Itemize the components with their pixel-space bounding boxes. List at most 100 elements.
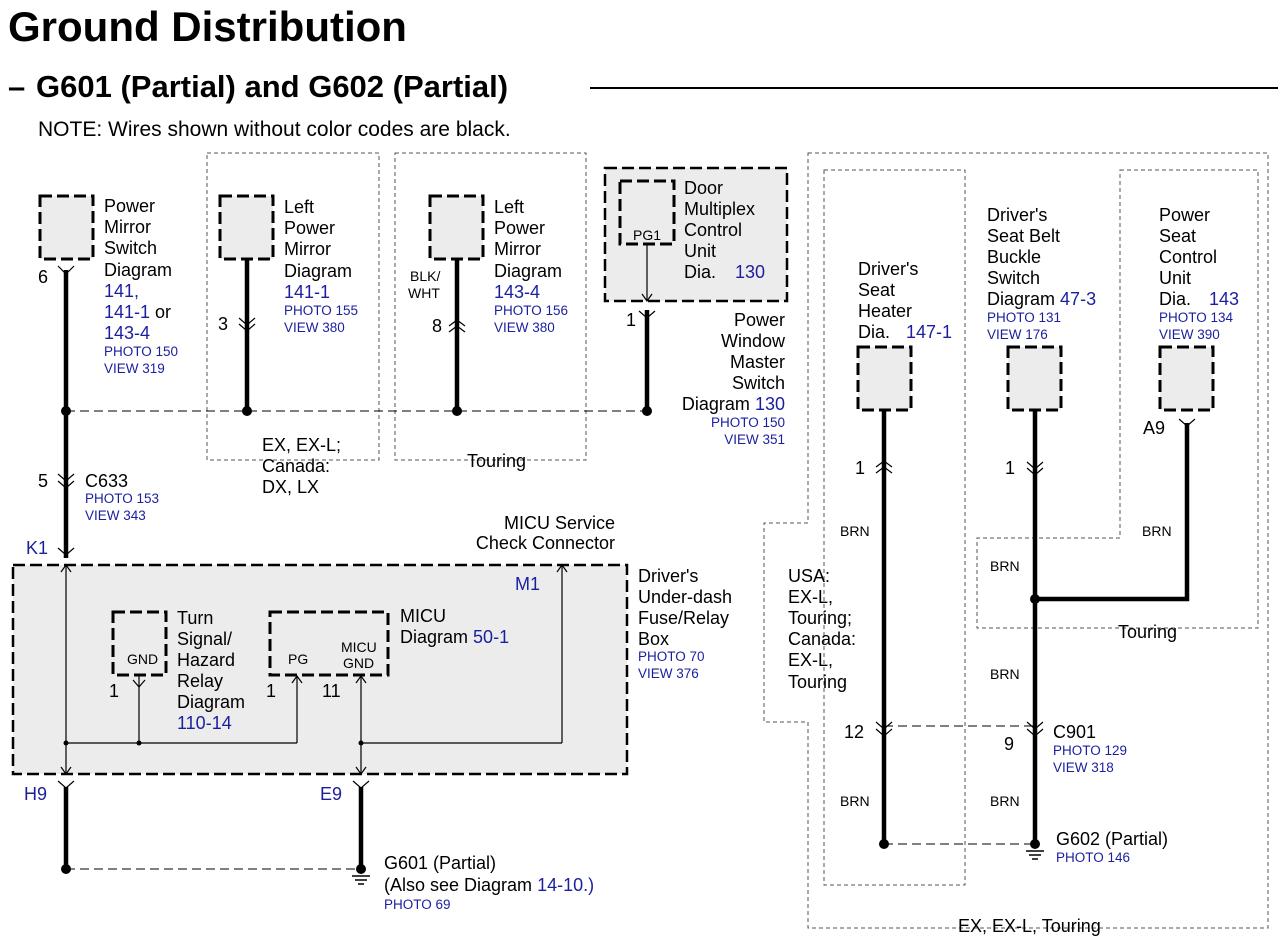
option-usa-label: USA: EX-L, Touring; Canada: EX-L, Tourin… — [788, 566, 856, 692]
connector-symbol-heater — [875, 460, 893, 474]
pin-6: 6 — [38, 267, 48, 287]
g601-label: G601 (Partial) (Also see Diagram 14-10.)… — [384, 853, 594, 912]
svg-text:Turn: Turn — [177, 608, 213, 628]
svg-text:Driver's: Driver's — [638, 566, 698, 586]
svg-text:Dia.: Dia. — [1159, 289, 1191, 309]
subtitle-dash: – — [8, 69, 25, 104]
svg-text:PHOTO 155: PHOTO 155 — [284, 303, 358, 318]
svg-text:Under-dash: Under-dash — [638, 587, 732, 607]
svg-text:Signal/: Signal/ — [177, 629, 232, 649]
svg-text:Mirror: Mirror — [494, 239, 541, 259]
svg-text:Diagram: Diagram — [177, 692, 245, 712]
micu-service-check-connector-label: MICU Service Check Connector — [476, 513, 615, 553]
svg-text:VIEW 351: VIEW 351 — [724, 432, 785, 447]
micu-label: MICU Diagram 50-1 — [400, 606, 509, 647]
seat-heater-box — [856, 345, 913, 412]
svg-text:PHOTO 69: PHOTO 69 — [384, 897, 451, 912]
svg-text:Hazard: Hazard — [177, 650, 235, 670]
option-box-usa — [823, 169, 966, 886]
svg-text:G602 (Partial): G602 (Partial) — [1056, 829, 1168, 849]
turn-gnd-label: GND — [127, 651, 158, 667]
svg-text:Driver's: Driver's — [858, 259, 918, 279]
svg-text:Fuse/Relay: Fuse/Relay — [638, 608, 729, 628]
svg-text:143-4: 143-4 — [494, 282, 540, 302]
svg-text:Mirror: Mirror — [284, 239, 331, 259]
pin-9-c901: 9 — [1004, 734, 1014, 754]
svg-text:WHT: WHT — [408, 285, 440, 301]
power-mirror-switch-box — [38, 194, 95, 261]
connector-symbol-buckle — [1026, 461, 1044, 476]
wire-brn-buckle-3: BRN — [990, 793, 1020, 809]
svg-text:Relay: Relay — [177, 671, 223, 691]
svg-text:EX, EX-L;: EX, EX-L; — [262, 435, 341, 455]
svg-text:EX-L,: EX-L, — [788, 650, 833, 670]
svg-text:Driver's: Driver's — [987, 205, 1047, 225]
page-subtitle: G601 (Partial) and G602 (Partial) — [36, 69, 508, 104]
power-mirror-switch-label: Power Mirror Switch Diagram 141, 141-1 o… — [104, 196, 178, 376]
svg-text:Diagram: Diagram — [104, 260, 172, 280]
svg-text:Touring;: Touring; — [788, 608, 852, 628]
terminal-k1: K1 — [26, 538, 48, 558]
left-power-mirror-box-1 — [218, 194, 275, 261]
terminal-e9: E9 — [320, 784, 342, 804]
svg-text:Unit: Unit — [684, 241, 716, 261]
svg-text:Diagram 50-1: Diagram 50-1 — [400, 627, 509, 647]
svg-text:Check Connector: Check Connector — [476, 533, 615, 553]
svg-text:Diagram: Diagram — [284, 261, 352, 281]
seat-belt-buckle-box — [1006, 345, 1063, 412]
svg-text:VIEW 176: VIEW 176 — [987, 327, 1048, 342]
svg-text:MICU Service: MICU Service — [504, 513, 615, 533]
svg-text:Unit: Unit — [1159, 268, 1191, 288]
svg-text:GND: GND — [343, 655, 374, 671]
fuse-relay-box-label: Driver's Under-dash Fuse/Relay Box PHOTO… — [638, 566, 732, 681]
pg1-arrow — [641, 293, 653, 303]
svg-text:Power: Power — [1159, 205, 1210, 225]
svg-text:Master: Master — [730, 352, 785, 372]
svg-text:Switch: Switch — [732, 373, 785, 393]
wire-brn-heater-1: BRN — [840, 523, 870, 539]
option-box-ex-exl-touring — [763, 152, 1269, 929]
micu-pg-label: PG — [288, 651, 308, 667]
pin-5: 5 — [38, 471, 48, 491]
svg-text:Canada:: Canada: — [262, 456, 330, 476]
splice-dot-psc — [1030, 594, 1040, 604]
svg-text:Control: Control — [1159, 247, 1217, 267]
wire-brn-psc: BRN — [1142, 523, 1172, 539]
pin-11-micu: 11 — [322, 681, 341, 701]
fuse-box-internal-wiring — [60, 563, 568, 776]
terminal-h9: H9 — [24, 784, 47, 804]
svg-text:DX, LX: DX, LX — [262, 477, 319, 497]
svg-text:PHOTO 153: PHOTO 153 — [85, 491, 159, 506]
wire-brn-heater-2: BRN — [840, 793, 870, 809]
power-window-master-switch-label: Power Window Master Switch Diagram 130 P… — [682, 310, 786, 447]
svg-text:PHOTO 150: PHOTO 150 — [104, 344, 178, 359]
svg-text:141-1: 141-1 — [284, 282, 330, 302]
terminal-m1: M1 — [515, 574, 540, 594]
svg-text:Power: Power — [734, 310, 785, 330]
svg-text:Switch: Switch — [104, 238, 157, 258]
option-box-ex — [206, 152, 380, 461]
pg1-label: PG1 — [633, 227, 661, 243]
option-touring-right-label: Touring — [1118, 622, 1177, 642]
svg-text:Door: Door — [684, 178, 723, 198]
svg-text:Box: Box — [638, 629, 669, 649]
pin-12-c901: 12 — [844, 722, 864, 742]
g602-label: G602 (Partial) PHOTO 146 — [1056, 829, 1168, 865]
option-touring-label: Touring — [467, 451, 526, 471]
svg-text:(Also see Diagram 14-10.): (Also see Diagram 14-10.) — [384, 875, 594, 895]
svg-text:143: 143 — [1209, 289, 1239, 309]
svg-text:Multiplex: Multiplex — [684, 199, 755, 219]
pin-1-buckle: 1 — [1005, 458, 1015, 478]
seat-heater-label: Driver's Seat Heater Dia. 147-1 — [858, 259, 952, 342]
ground-g602-symbol — [879, 839, 1044, 860]
pin-1-turn: 1 — [109, 681, 119, 701]
pin-1-door: 1 — [626, 310, 636, 330]
option-ex-label: EX, EX-L; Canada: DX, LX — [262, 435, 341, 497]
connector-symbol-c633 — [57, 473, 75, 556]
svg-text:MICU: MICU — [341, 639, 377, 655]
svg-text:Dia.: Dia. — [684, 262, 716, 282]
svg-text:Diagram: Diagram — [494, 261, 562, 281]
svg-text:Touring: Touring — [788, 672, 847, 692]
svg-text:Buckle: Buckle — [987, 247, 1041, 267]
svg-text:C901: C901 — [1053, 722, 1096, 742]
